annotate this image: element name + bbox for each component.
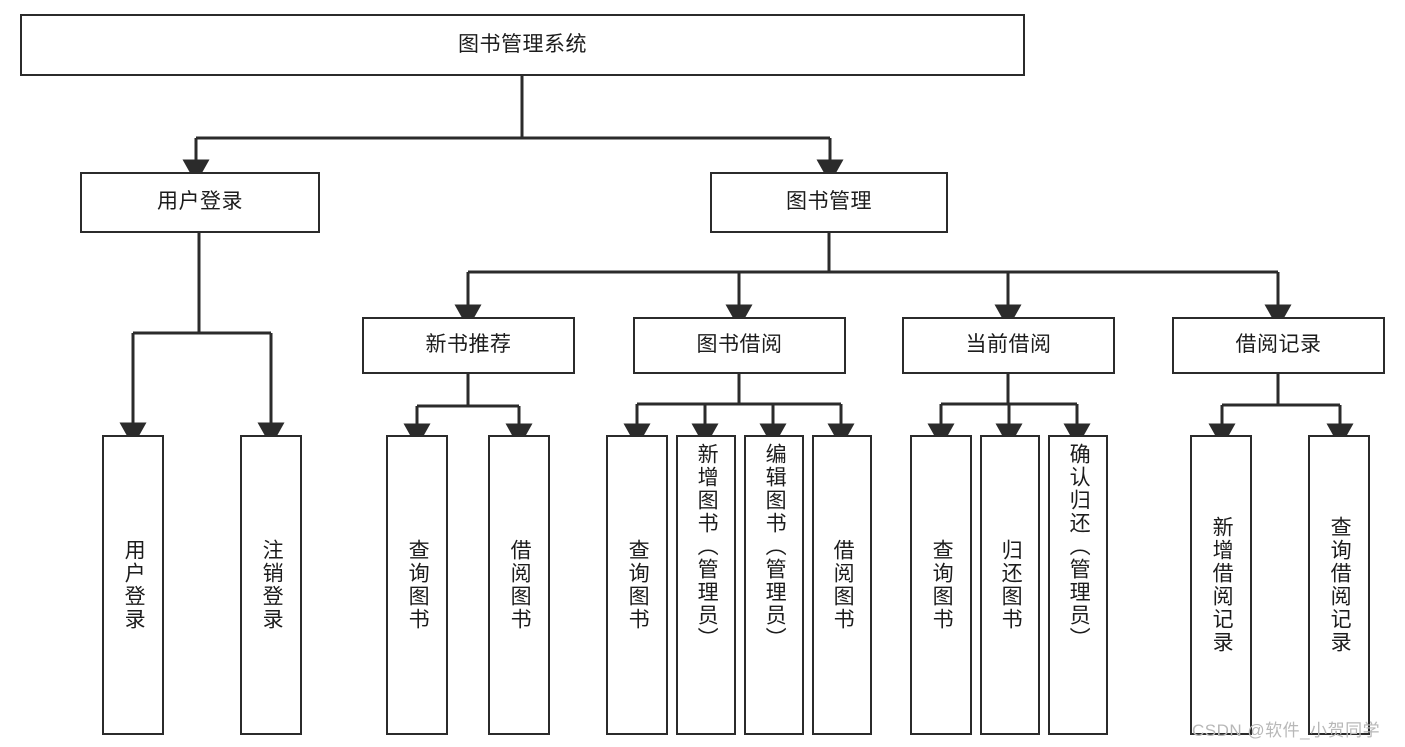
node-current-borrow-label: 当前借阅: [965, 333, 1052, 357]
node-leaf-edit-book[interactable]: 编辑图书（管理员）: [744, 435, 804, 735]
node-leaf-query-borrow-record[interactable]: 查询借阅记录: [1308, 435, 1370, 735]
node-leaf-edit-book-label: 编辑图书（管理员）: [763, 443, 787, 650]
node-leaf-return-book[interactable]: 归还图书: [980, 435, 1040, 735]
node-user-login[interactable]: 用户登录: [80, 172, 320, 233]
node-user-login-label: 用户登录: [157, 190, 243, 214]
node-leaf-query-borrow-record-label: 查询借阅记录: [1328, 516, 1352, 654]
node-leaf-confirm-return[interactable]: 确认归还（管理员）: [1048, 435, 1108, 735]
node-new-book-recommend[interactable]: 新书推荐: [362, 317, 575, 374]
node-leaf-return-book-label: 归还图书: [999, 539, 1023, 631]
node-leaf-add-borrow-record[interactable]: 新增借阅记录: [1190, 435, 1252, 735]
node-leaf-add-borrow-record-label: 新增借阅记录: [1210, 516, 1234, 654]
node-borrow-record[interactable]: 借阅记录: [1172, 317, 1385, 374]
node-leaf-query-book-1[interactable]: 查询图书: [386, 435, 448, 735]
node-leaf-borrow-book-2[interactable]: 借阅图书: [812, 435, 872, 735]
node-leaf-user-logout-label: 注销登录: [260, 539, 284, 631]
node-root-label: 图书管理系统: [458, 32, 587, 56]
node-borrow-record-label: 借阅记录: [1235, 333, 1322, 357]
node-new-book-recommend-label: 新书推荐: [425, 333, 512, 357]
node-leaf-borrow-book-1[interactable]: 借阅图书: [488, 435, 550, 735]
node-leaf-user-login[interactable]: 用户登录: [102, 435, 164, 735]
node-leaf-add-book[interactable]: 新增图书（管理员）: [676, 435, 736, 735]
node-leaf-user-logout[interactable]: 注销登录: [240, 435, 302, 735]
node-leaf-confirm-return-label: 确认归还（管理员）: [1067, 443, 1091, 650]
node-leaf-add-book-label: 新增图书（管理员）: [695, 443, 719, 650]
node-leaf-query-book-3[interactable]: 查询图书: [910, 435, 972, 735]
node-leaf-query-book-2-label: 查询图书: [626, 539, 650, 631]
node-leaf-query-book-2[interactable]: 查询图书: [606, 435, 668, 735]
node-book-borrow[interactable]: 图书借阅: [633, 317, 846, 374]
node-leaf-query-book-1-label: 查询图书: [406, 539, 430, 631]
node-current-borrow[interactable]: 当前借阅: [902, 317, 1115, 374]
node-leaf-user-login-label: 用户登录: [122, 539, 146, 631]
node-leaf-query-book-3-label: 查询图书: [930, 539, 954, 631]
node-book-management-label: 图书管理: [786, 190, 872, 214]
node-leaf-borrow-book-2-label: 借阅图书: [831, 539, 855, 631]
node-leaf-borrow-book-1-label: 借阅图书: [508, 539, 532, 631]
csdn-watermark: CSDN @软件_小贺同学: [1192, 721, 1381, 740]
node-root[interactable]: 图书管理系统: [20, 14, 1025, 76]
node-book-borrow-label: 图书借阅: [696, 333, 783, 357]
node-book-management[interactable]: 图书管理: [710, 172, 948, 233]
